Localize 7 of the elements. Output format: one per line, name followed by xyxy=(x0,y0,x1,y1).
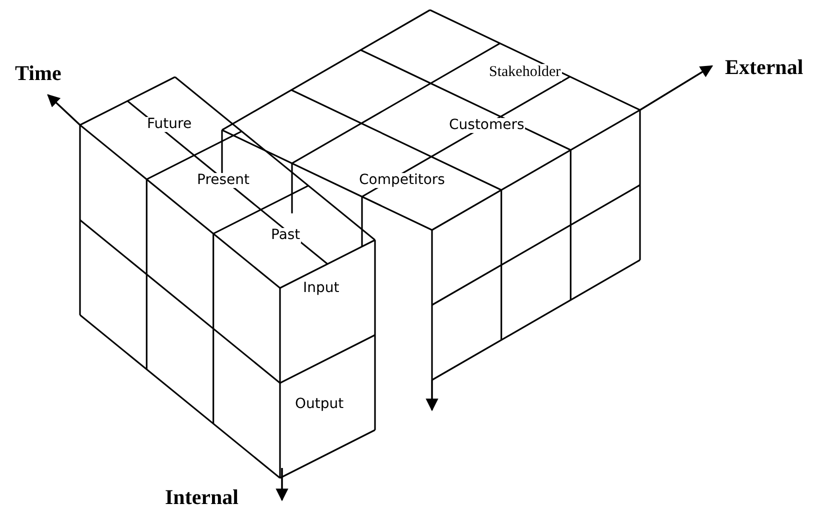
grid-label: Output xyxy=(294,397,345,412)
grid-label: Competitors xyxy=(358,173,446,188)
grid-label: Present xyxy=(196,173,251,188)
grid-label: Customers xyxy=(448,118,526,134)
grid-label: Past xyxy=(270,228,302,244)
grid-label: Input xyxy=(302,281,340,296)
grid-label: Future xyxy=(146,117,193,132)
